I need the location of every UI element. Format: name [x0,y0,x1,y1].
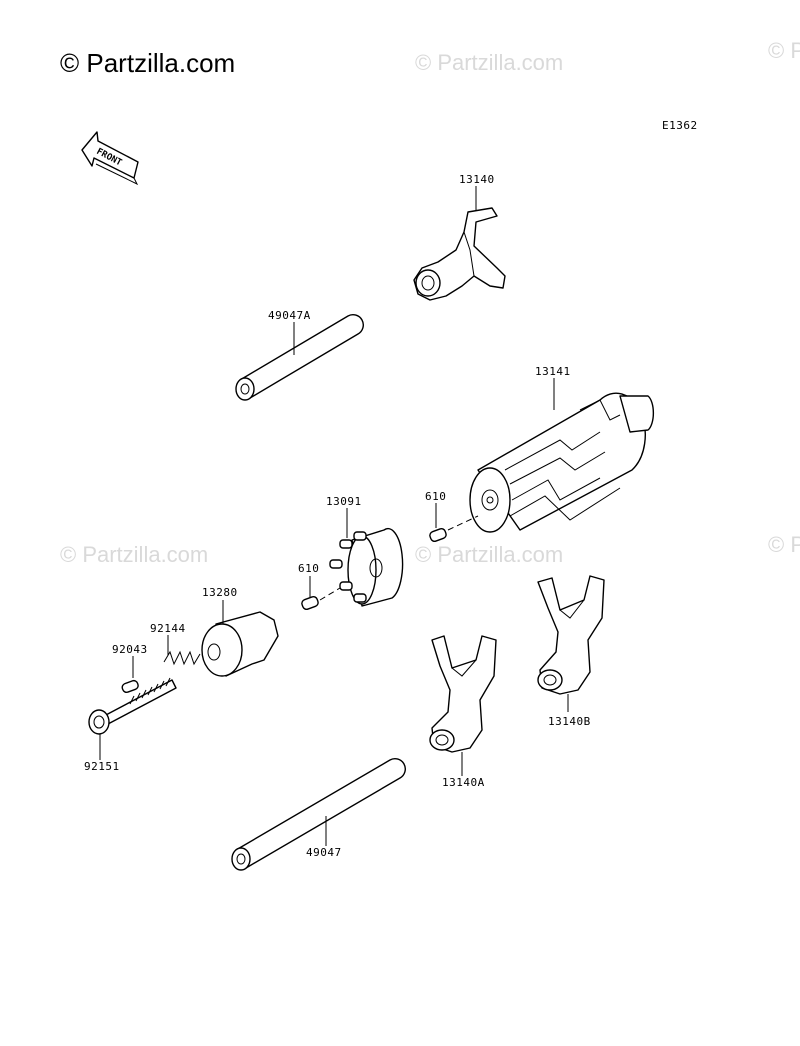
shaft-49047 [231,758,406,871]
part-label-49047: 49047 [306,846,342,859]
watermark-main: © Partzilla.com [60,48,235,78]
part-label-92144: 92144 [150,622,186,635]
part-label-92043: 92043 [112,643,148,656]
watermark-faint-mid-right: © Partzilla.com [768,532,800,557]
part-label-13091: 13091 [326,495,362,508]
lever-13280 [201,611,279,677]
part-label-610-right: 610 [425,490,446,503]
part-label-13141: 13141 [535,365,571,378]
spring-92144 [163,650,201,666]
pin-610-right [429,515,479,543]
pin-610-left [301,587,341,611]
watermark-faint-mid-left: © Partzilla.com [60,542,208,567]
pin-holder-13091 [329,527,404,607]
bolt-92151 [88,677,177,735]
watermark-faint-mid-center: © Partzilla.com [415,542,563,567]
diagram-code: E1362 [662,119,698,132]
shift-fork-13140a [429,635,497,753]
shaft-49047a [235,314,364,401]
part-label-13140a: 13140A [442,776,485,789]
part-label-610-left: 610 [298,562,319,575]
part-label-13140b: 13140B [548,715,591,728]
part-label-49047a: 49047A [268,309,311,322]
part-label-13140: 13140 [459,173,495,186]
part-label-13280: 13280 [202,586,238,599]
shift-fork-13140b [537,575,605,695]
part-label-92151: 92151 [84,760,120,773]
pin-92043 [121,679,139,694]
watermark-faint-top-right: © Partzilla.com [768,38,800,63]
front-arrow-icon: FRONT [81,131,139,186]
shift-fork-13140 [413,207,506,301]
shift-drum-13141 [469,392,655,533]
watermark-faint-top-center: © Partzilla.com [415,50,563,75]
